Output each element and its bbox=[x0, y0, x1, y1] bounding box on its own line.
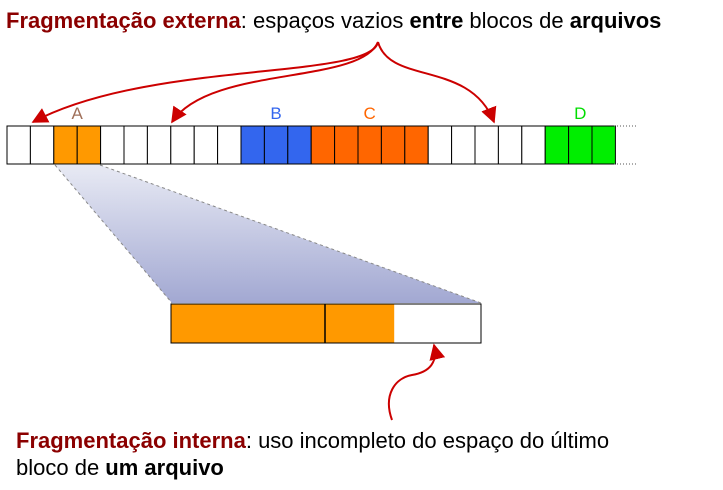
block-free bbox=[521, 125, 546, 165]
caption-text: : espaços vazios bbox=[240, 8, 410, 33]
file-labels: A B C D bbox=[72, 104, 587, 123]
caption-text: : uso incompleto do espaço do último bbox=[245, 428, 610, 453]
file-label-d: D bbox=[574, 104, 586, 123]
arrow-to-gap-2 bbox=[171, 41, 379, 124]
zoom-projection-edge bbox=[99, 164, 482, 304]
block-file-a bbox=[76, 125, 102, 165]
block-free bbox=[217, 125, 242, 165]
arrow-to-gap-3 bbox=[377, 41, 497, 124]
internal-fragmentation-caption: Fragmentação interna: uso incompleto do … bbox=[16, 427, 609, 481]
caption-text: blocos de bbox=[463, 8, 570, 33]
caption-bold-um-arquivo: um arquivo bbox=[105, 455, 224, 480]
zoom-projection-edge bbox=[54, 164, 173, 304]
block-file-d bbox=[591, 125, 616, 165]
block-free bbox=[29, 125, 55, 165]
block-free bbox=[6, 125, 31, 165]
zoom-block-border bbox=[170, 303, 482, 344]
block-file-d bbox=[568, 125, 593, 165]
block-free bbox=[427, 125, 453, 165]
block-file-c bbox=[310, 125, 336, 165]
block-file-a bbox=[53, 125, 78, 165]
block-file-c bbox=[380, 125, 406, 165]
external-fragmentation-arrows bbox=[31, 41, 497, 124]
file-label-a: A bbox=[72, 104, 84, 123]
block-file-b bbox=[263, 125, 289, 165]
arrow-to-gap-1 bbox=[31, 41, 379, 123]
zoom-used-space bbox=[171, 304, 395, 343]
block-free bbox=[193, 125, 219, 165]
internal-fragmentation-arrow bbox=[387, 343, 446, 421]
block-free bbox=[451, 125, 476, 165]
block-file-c bbox=[357, 125, 382, 165]
caption-bold-entre: entre bbox=[409, 8, 464, 33]
block-free bbox=[170, 125, 195, 165]
block-file-c bbox=[404, 125, 429, 165]
block-file-b bbox=[287, 125, 312, 165]
external-fragmentation-term: Fragmentação externa bbox=[6, 8, 241, 33]
caption-text: bloco de bbox=[16, 455, 106, 480]
block-file-b bbox=[240, 125, 265, 165]
block-free bbox=[100, 125, 125, 165]
disk-block-strip bbox=[6, 125, 616, 165]
block-free bbox=[497, 125, 523, 165]
block-free bbox=[123, 125, 148, 165]
zoom-projection bbox=[55, 165, 481, 303]
block-file-d bbox=[544, 125, 570, 165]
block-free bbox=[474, 125, 499, 165]
file-label-c: C bbox=[364, 104, 376, 123]
block-free bbox=[146, 125, 172, 165]
file-label-b: B bbox=[270, 104, 281, 123]
internal-fragmentation-term: Fragmentação interna bbox=[16, 428, 246, 453]
external-fragmentation-caption: Fragmentação externa: espaços vazios ent… bbox=[6, 7, 661, 34]
caption-bold-arquivos: arquivos bbox=[569, 8, 662, 33]
block-file-c bbox=[334, 125, 359, 165]
zoomed-last-block bbox=[170, 303, 482, 344]
